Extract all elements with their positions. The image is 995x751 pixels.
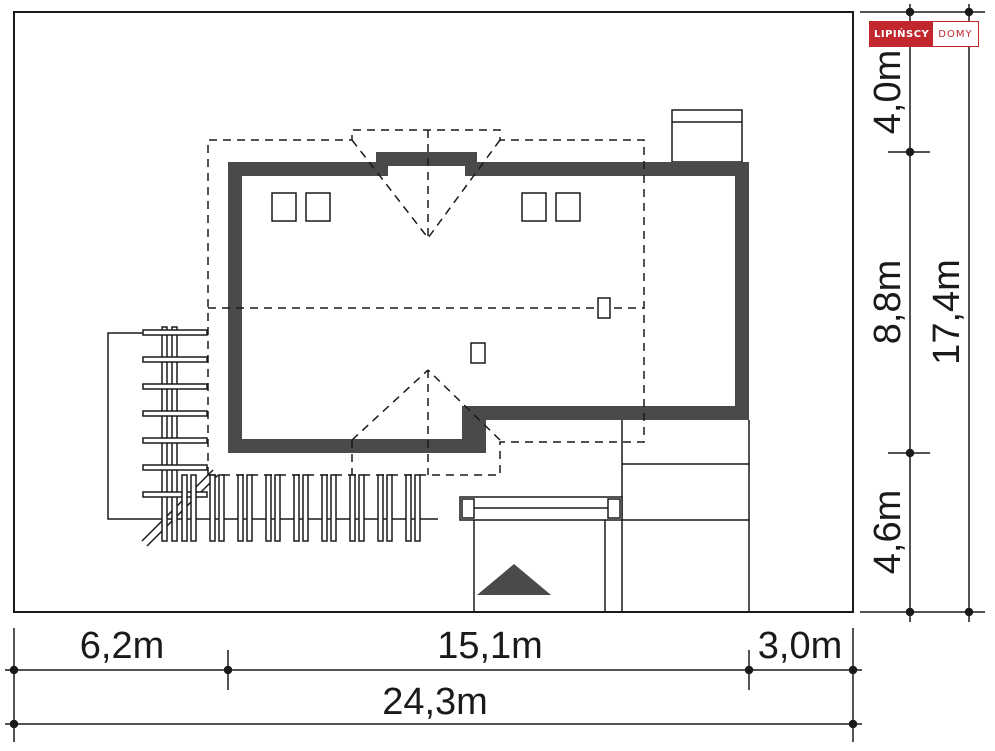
pergola-beams-horizontal [142,329,208,498]
pergola-beam [142,437,208,444]
pergola-beam [274,474,281,542]
logo-suffix: DOMY [938,28,973,40]
roof-outline [207,129,645,476]
dim-bottom-left: 6,2m [80,625,164,667]
pergola-beam [265,474,272,542]
brand-logo: LIPIŃSCY DOMY [869,21,979,47]
pergola-beam [218,474,225,542]
pergola-beam [321,474,328,542]
roof-windows [271,192,611,364]
dim-right-top: 4,0m [867,50,909,134]
pergola-beam [142,329,208,336]
pergola-beam [358,474,365,542]
driveway [459,420,750,612]
pergola-beams-vertical [181,474,421,542]
plot-boundary [13,11,854,613]
bottom-dimension-lines [5,628,862,742]
pergola-beam [246,474,253,542]
pergola-beam [330,474,337,542]
pergola-beam [142,356,208,363]
pergola-beam [142,491,208,498]
dim-bottom-middle: 15,1m [437,625,543,667]
pergola-beam [142,410,208,417]
entrance-arrow-icon [477,564,551,595]
dim-bottom-right: 3,0m [758,625,842,667]
pergola-beam [293,474,300,542]
pergola-beam [414,474,421,542]
pergola-beam [237,474,244,542]
chimney [671,109,743,163]
right-dimension-lines [860,4,985,622]
pergola-beam [377,474,384,542]
pergola-beam [349,474,356,542]
dim-right-bottom: 4,6m [867,490,909,574]
pergola-beam [405,474,412,542]
pergola-beam [142,464,208,471]
pergola-beam [209,474,216,542]
pergola-beam [181,474,188,542]
pergola-beam [142,383,208,390]
pergola-beam [190,474,197,542]
dim-right-middle: 8,8m [867,260,909,344]
pergola-beam [302,474,309,542]
logo-brand: LIPIŃSCY [870,22,934,46]
dim-bottom-total: 24,3m [382,681,488,723]
pergola-beam [386,474,393,542]
dim-right-total: 17,4m [926,259,968,365]
